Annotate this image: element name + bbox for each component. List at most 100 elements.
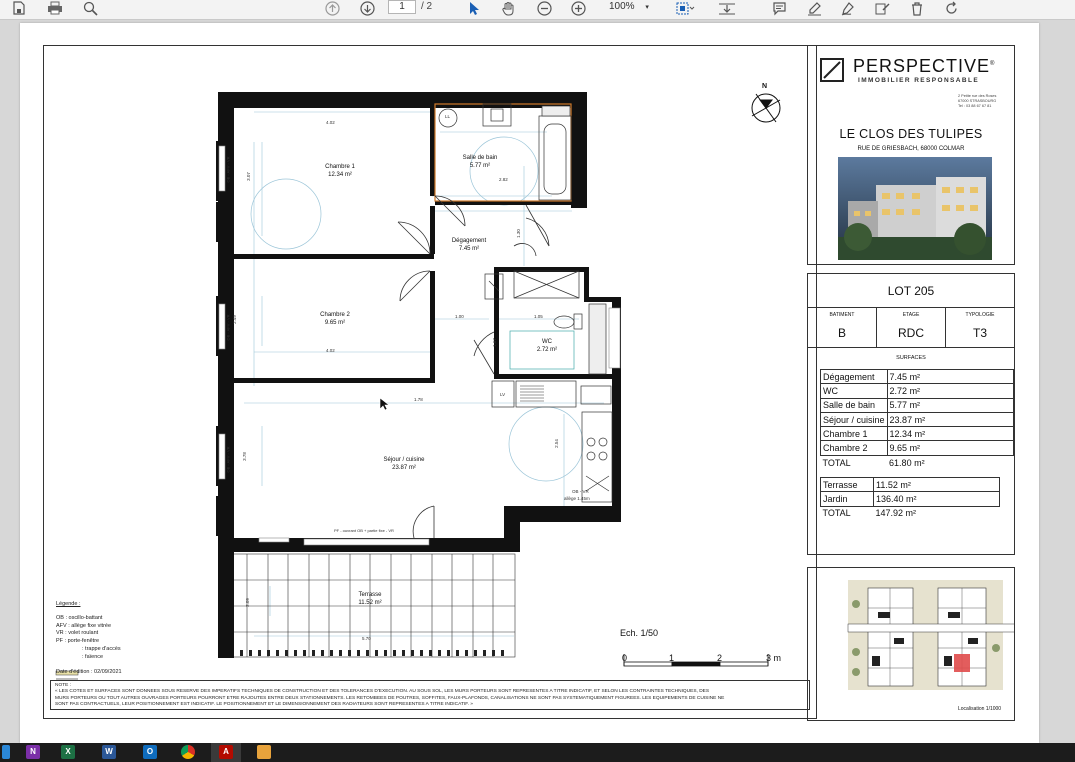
project-box: PERSPECTIVE® IMMOBILIER RESPONSABLE 2 Pe… bbox=[807, 45, 1015, 265]
brand-name: PERSPECTIVE® bbox=[853, 56, 996, 76]
window-note: OB - AFV - VR bbox=[225, 446, 231, 473]
window-note: OB - AFV - VR bbox=[225, 156, 231, 183]
print-icon[interactable] bbox=[46, 0, 64, 16]
scroll-mode-icon[interactable] bbox=[716, 0, 738, 16]
select-cursor-icon[interactable] bbox=[466, 0, 482, 16]
sign-icon[interactable] bbox=[838, 0, 856, 16]
site-plan bbox=[847, 580, 1019, 690]
dim-label: 1.78 bbox=[414, 397, 423, 402]
fixture-label: LL bbox=[445, 114, 451, 119]
lot-batiment: BATIMENT B bbox=[829, 312, 855, 340]
dim-label: 4.02 bbox=[326, 120, 335, 125]
scale-tick: 3 m bbox=[766, 653, 782, 663]
lot-etage: ETAGE RDC bbox=[876, 308, 945, 347]
brand-address: 2 Petite rue des Roses 67000 STRASBOURG … bbox=[958, 94, 997, 108]
lot-info-box: LOT 205 BATIMENT B ETAGE RDC TYPOLOGIE T… bbox=[807, 273, 1015, 555]
chrome-icon[interactable] bbox=[181, 745, 195, 759]
page-number-input[interactable]: 1 bbox=[388, 0, 416, 14]
lot-highlight bbox=[954, 654, 970, 672]
prev-page-icon[interactable] bbox=[323, 0, 341, 16]
dim-label: 3.07 bbox=[245, 172, 251, 181]
scale-tick: 0 bbox=[622, 653, 628, 663]
scale-tick: 1 bbox=[669, 653, 675, 663]
zoom-out-icon[interactable] bbox=[535, 0, 553, 16]
rotate-icon[interactable] bbox=[942, 0, 960, 16]
legend: Légende : OB : oscillo-battant AFV : all… bbox=[56, 601, 121, 660]
window-note: OB - VR bbox=[572, 489, 589, 494]
file-share-icon[interactable] bbox=[10, 0, 28, 16]
window-note: OB - AFV - VR bbox=[225, 314, 231, 341]
edit-icon[interactable] bbox=[873, 0, 891, 16]
delete-icon[interactable] bbox=[908, 0, 926, 16]
zoom-select[interactable]: 100% ▾ bbox=[609, 1, 649, 12]
taskbar-edge-icon[interactable] bbox=[2, 745, 10, 759]
zoom-in-icon[interactable] bbox=[569, 0, 587, 16]
edit-date: Date d'édition : 02/09/2021 bbox=[56, 669, 122, 675]
outlook-icon[interactable]: O bbox=[143, 745, 157, 759]
dim-label: 1.05 bbox=[534, 314, 543, 319]
building-photo bbox=[838, 157, 992, 260]
scale-tick: 2 bbox=[717, 653, 723, 663]
excel-icon[interactable]: X bbox=[61, 745, 75, 759]
fit-page-icon[interactable] bbox=[674, 0, 696, 16]
surfaces-title: SURFACES bbox=[896, 355, 926, 361]
window-note: allège 1.45m bbox=[564, 496, 590, 501]
dim-label: 1.30 bbox=[515, 229, 521, 238]
dim-label: 3.78 bbox=[241, 452, 247, 461]
disclaimer-note: NOTE : « LES COTES ET SURFACES SONT DONN… bbox=[50, 680, 810, 710]
search-zoom-icon[interactable] bbox=[81, 0, 99, 16]
acrobat-icon[interactable]: A bbox=[219, 745, 233, 759]
windows-taskbar: N X W O A bbox=[0, 743, 1075, 762]
location-map-box: Localisation 1/1000 bbox=[807, 567, 1019, 721]
north-arrow bbox=[751, 93, 781, 123]
comment-icon[interactable] bbox=[770, 0, 788, 16]
perspective-logo-icon bbox=[820, 58, 844, 82]
floor-plan bbox=[55, 92, 781, 680]
hand-tool-icon[interactable] bbox=[499, 0, 517, 16]
next-page-icon[interactable] bbox=[358, 0, 376, 16]
project-street: RUE DE GRIESBACH, 68000 COLMAR bbox=[857, 146, 965, 152]
location-scale: Localisation 1/1000 bbox=[958, 706, 1002, 712]
highlight-icon[interactable] bbox=[805, 0, 823, 16]
media-player-icon[interactable] bbox=[257, 745, 271, 759]
dim-label: 2.82 bbox=[499, 177, 508, 182]
fixture-label: LV bbox=[500, 392, 506, 397]
dim-label: 2.09 bbox=[244, 598, 250, 607]
dim-label: 1.00 bbox=[455, 314, 464, 319]
lot-typologie: TYPOLOGIE T3 bbox=[945, 308, 1014, 347]
dim-label: 4.02 bbox=[326, 348, 335, 353]
scale-title: Ech. 1/50 bbox=[620, 628, 659, 638]
dim-label: 2.49 bbox=[231, 315, 237, 324]
word-icon[interactable]: W bbox=[102, 745, 116, 759]
pdf-toolbar: 1 / 2 100% ▾ bbox=[0, 0, 1075, 20]
dim-label: 1.67 bbox=[491, 338, 497, 347]
brand-tagline: IMMOBILIER RESPONSABLE bbox=[858, 77, 980, 84]
north-label: N bbox=[762, 83, 768, 90]
door-note: PF - ouvrant OB + partie fixe - VR bbox=[334, 528, 394, 533]
onenote-icon[interactable]: N bbox=[26, 745, 40, 759]
mouse-cursor-icon bbox=[379, 397, 389, 411]
dim-label: 5.70 bbox=[362, 636, 371, 641]
lot-title: LOT 205 bbox=[808, 274, 1014, 308]
